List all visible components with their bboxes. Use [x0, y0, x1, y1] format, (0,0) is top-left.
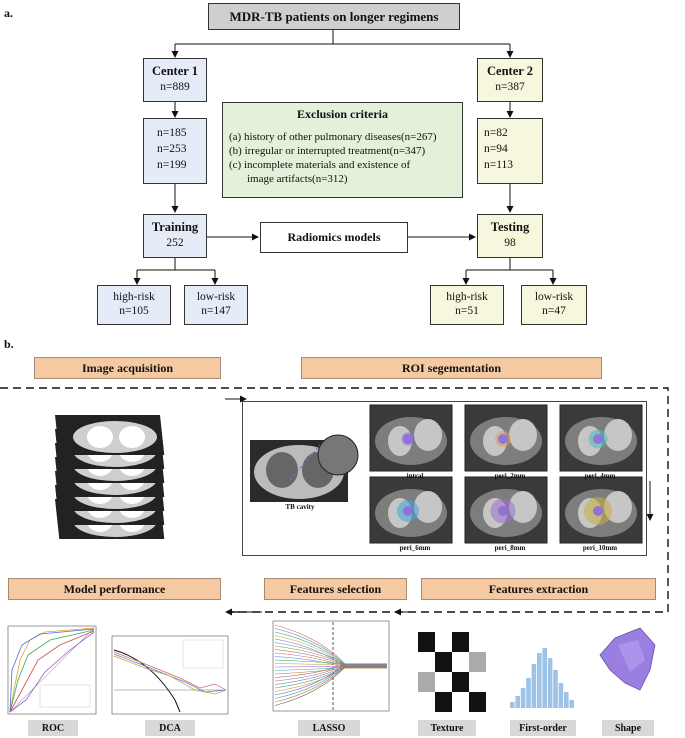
dca-tag: DCA: [145, 720, 195, 736]
center1-box: Center 1 n=889: [143, 58, 207, 102]
roi-caption-peri8: peri_8mm: [494, 544, 526, 552]
test-high-risk-box: high-risk n=51: [430, 285, 504, 325]
center2-count: n=387: [495, 80, 525, 93]
panel-a-label: a.: [4, 6, 13, 20]
center2-box: Center 2 n=387: [477, 58, 543, 102]
train-low-label: low-risk: [196, 291, 236, 303]
train-low-count: n=147: [201, 305, 231, 318]
train-high-label: high-risk: [113, 291, 155, 303]
radiomics-models-box: Radiomics models: [260, 222, 408, 253]
center1-filter-box: n=185 n=253 n=199: [143, 118, 207, 184]
test-low-risk-box: low-risk n=47: [521, 285, 587, 325]
shape-tag: Shape: [602, 720, 654, 736]
panel-b-label: b.: [4, 337, 14, 351]
test-high-label: high-risk: [446, 291, 488, 303]
exclusion-box: Exclusion criteria (a) history of other …: [222, 102, 463, 198]
center2-filter-3: n=113: [484, 159, 514, 172]
center1-title: Center 1: [152, 64, 198, 78]
center1-filter-2: n=253: [157, 143, 187, 156]
step-roi-segmentation: ROI segementation: [301, 357, 602, 379]
step-features-selection: Features selection: [264, 578, 407, 600]
step-model-performance: Model performance: [8, 578, 221, 600]
roc-tag: ROC: [28, 720, 78, 736]
tb-cavity-caption: TB cavity: [285, 503, 315, 511]
roi-caption-intral: intral: [406, 472, 424, 480]
population-box: MDR-TB patients on longer regimens: [208, 3, 460, 30]
training-count: 252: [166, 236, 184, 249]
exclusion-item-c: (c) incomplete materials and existence o…: [229, 159, 411, 172]
training-box: Training 252: [143, 214, 207, 258]
step-image-acquisition: Image acquisition: [34, 357, 221, 379]
center1-filter-3: n=199: [157, 159, 187, 172]
center2-filter-1: n=82: [484, 127, 508, 139]
exclusion-item-b: (b) irregular or interrupted treatment(n…: [229, 144, 426, 157]
roi-caption-peri2: peri_2mm: [494, 472, 526, 480]
testing-box: Testing 98: [477, 214, 543, 258]
test-low-label: low-risk: [534, 291, 574, 303]
training-title: Training: [151, 220, 199, 234]
first-order-tag: First-order: [510, 720, 576, 736]
center1-filter-1: n=185: [157, 127, 187, 139]
exclusion-item-a: (a) history of other pulmonary diseases(…: [229, 130, 437, 143]
roi-caption-peri4: peri_4mm: [584, 472, 616, 480]
center2-filter-2: n=94: [484, 143, 508, 156]
center2-title: Center 2: [487, 64, 533, 78]
train-high-count: n=105: [119, 305, 149, 318]
roi-caption-peri6: peri_6mm: [399, 544, 431, 552]
center2-filter-box: n=82 n=94 n=113: [477, 118, 543, 184]
train-high-risk-box: high-risk n=105: [97, 285, 171, 325]
train-low-risk-box: low-risk n=147: [184, 285, 248, 325]
lasso-tag: LASSO: [298, 720, 360, 736]
exclusion-item-c-cont: image artifacts(n=312): [247, 173, 348, 186]
texture-tag: Texture: [418, 720, 476, 736]
center1-count: n=889: [160, 80, 190, 93]
exclusion-title: Exclusion criteria: [297, 107, 388, 121]
testing-count: 98: [504, 236, 516, 249]
step-features-extraction: Features extraction: [421, 578, 656, 600]
test-low-count: n=47: [542, 305, 566, 318]
roi-caption-peri10: peri_10mm: [582, 544, 618, 552]
testing-title: Testing: [490, 220, 530, 234]
test-high-count: n=51: [455, 305, 479, 318]
